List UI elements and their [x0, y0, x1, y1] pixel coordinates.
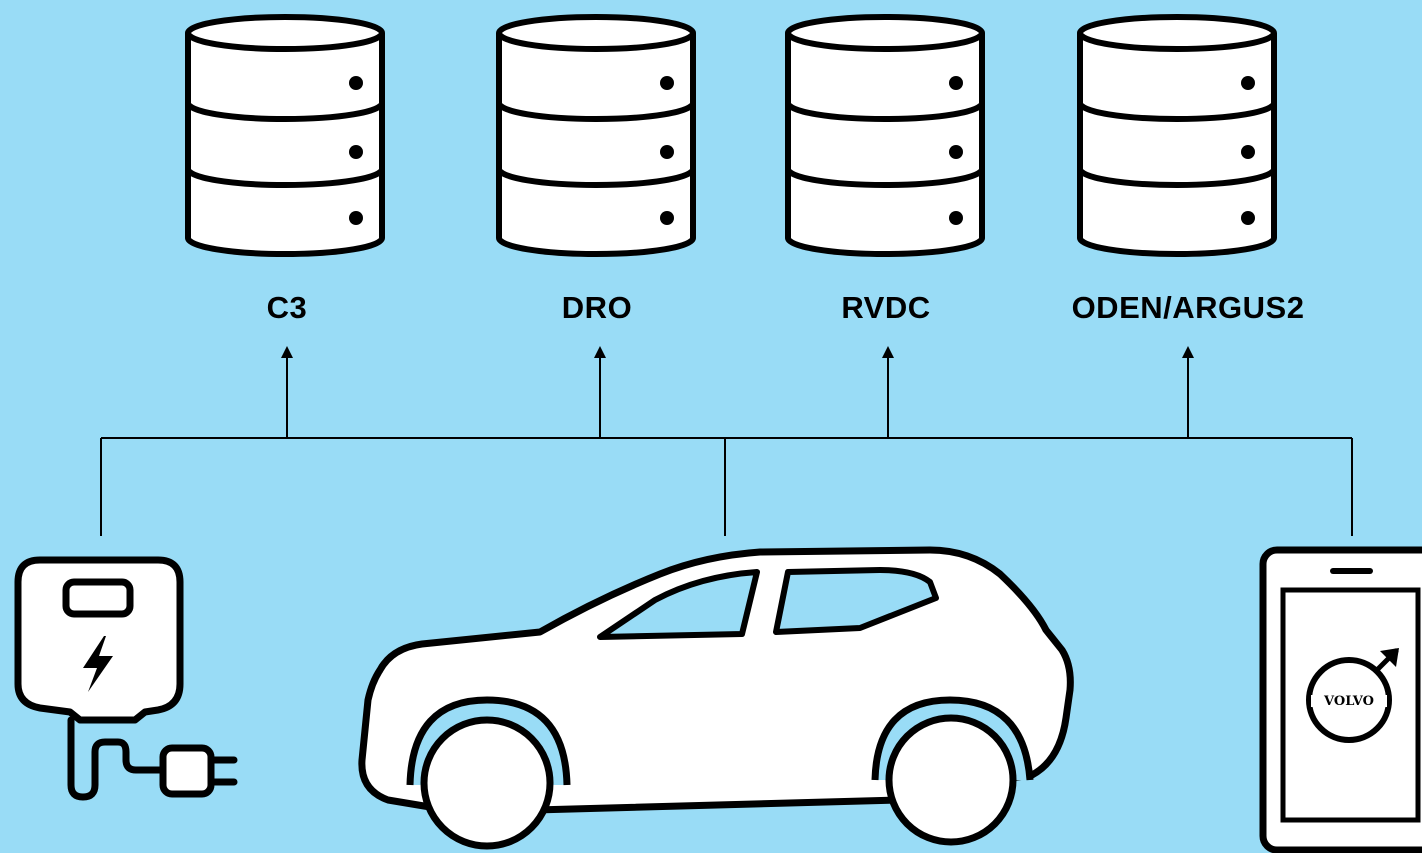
db-label-rvdc: RVDC — [841, 290, 931, 325]
db-label-oden-argus2: ODEN/ARGUS2 — [1071, 290, 1305, 325]
ev-charger-icon — [14, 556, 238, 801]
volvo-logo-text: VOLVO — [1323, 694, 1374, 709]
database-icon-dro — [499, 17, 693, 254]
volvo-logo-icon: VOLVO — [1306, 648, 1399, 743]
db-label-c3: C3 — [266, 290, 308, 325]
database-icon-oden-argus2 — [1080, 17, 1274, 254]
database-icon-rvdc — [788, 17, 982, 254]
database-icon-c3 — [188, 17, 382, 254]
phone-app-icon: VOLVO — [1259, 546, 1422, 853]
connector-lines — [100, 346, 1353, 536]
car-icon — [358, 546, 1074, 850]
db-label-dro: DRO — [561, 290, 633, 325]
